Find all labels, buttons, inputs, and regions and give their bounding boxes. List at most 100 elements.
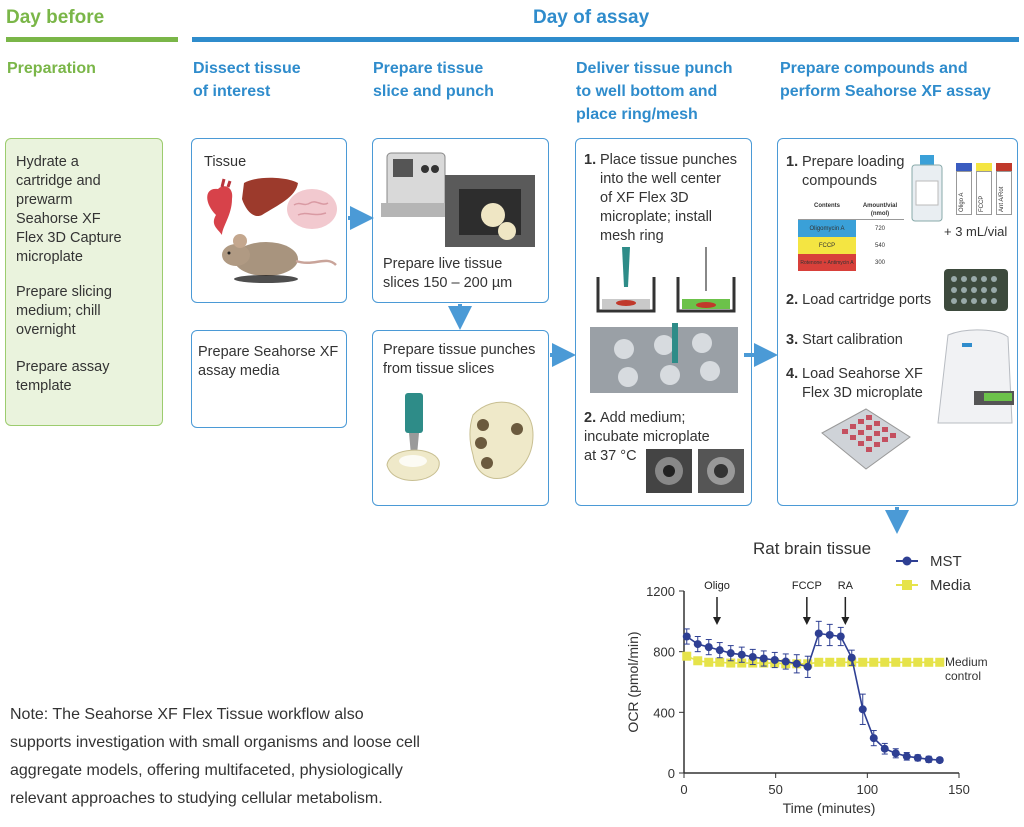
compound-table: Contents Amount/vial (nmol) Oligomycin A… — [798, 201, 904, 271]
series-mst — [682, 620, 944, 765]
chart-title: Rat brain tissue — [753, 539, 871, 558]
incubation-photos — [646, 449, 744, 493]
data-point — [781, 657, 790, 666]
data-point — [814, 629, 823, 638]
compound-step1: 1. Prepare loading compounds — [786, 153, 904, 191]
data-point — [814, 657, 824, 667]
table-header: Contents Amount/vial (nmol) — [798, 201, 904, 220]
text-line: Flex 3D Capture — [16, 230, 122, 246]
data-point — [935, 756, 944, 765]
compound-step3: 3. Start calibration — [786, 331, 903, 350]
data-point — [704, 657, 714, 667]
text-line: incubate microplate — [584, 429, 710, 445]
text-line: Flex 3D microplate — [802, 385, 923, 401]
vial-oligo: Oligo A — [956, 171, 972, 215]
data-point — [715, 646, 724, 655]
text-line: slices 150 – 200 µm — [383, 275, 513, 291]
deliver-step1: 1. Place tissue punches into the well ce… — [584, 151, 752, 246]
data-point — [847, 653, 856, 662]
text-line: supports investigation with small organi… — [10, 734, 420, 751]
table-cell: 300 — [874, 259, 885, 266]
step-line: Prepare tissue — [373, 60, 484, 77]
step-line: perform Seahorse XF assay — [780, 83, 991, 100]
data-point — [693, 656, 703, 666]
x-tick-label: 0 — [680, 782, 687, 797]
chart-legend: MST Media — [896, 553, 972, 594]
analyzer-icon — [937, 329, 1014, 424]
data-point — [770, 656, 779, 665]
data-point — [880, 744, 889, 753]
text-line: Prepare live tissue — [383, 256, 503, 272]
text-line: Load Seahorse XF — [802, 366, 923, 382]
step-preparation-title: Preparation — [7, 60, 96, 77]
text-line: mesh ring — [600, 228, 664, 244]
media-label: Prepare Seahorse XF assay media — [198, 343, 338, 381]
step-number: 2. — [584, 410, 597, 426]
legend-mst-marker — [902, 556, 912, 566]
punch-box: Prepare tissue punches from tissue slice… — [372, 330, 549, 506]
text-line: of XF Flex 3D — [600, 190, 689, 206]
data-point — [682, 651, 692, 661]
prep-item-template: Prepare assay template — [16, 358, 110, 396]
vial-cap-blue — [956, 163, 972, 171]
data-point — [682, 632, 691, 641]
day-before-header: Day before — [6, 7, 105, 28]
y-tick-label: 1200 — [646, 584, 675, 599]
text-line: Load cartridge ports — [802, 292, 932, 308]
punch-tool-icon — [405, 393, 423, 433]
mouse-icon — [222, 234, 337, 283]
slice-label: Prepare live tissue slices 150 – 200 µm — [383, 255, 512, 293]
data-point — [803, 662, 812, 671]
day-of-assay-bar — [192, 37, 1019, 42]
text-line: microplate — [16, 249, 83, 265]
step-number: 2. — [786, 292, 799, 308]
deliver-box: 1. Place tissue punches into the well ce… — [575, 138, 752, 506]
table-header-cell: Contents — [814, 203, 840, 209]
step-line: Prepare compounds and — [780, 60, 968, 77]
y-axis-label: OCR (pmol/min) — [625, 631, 641, 732]
step-dissect-title: Dissect tissue of interest — [193, 57, 301, 103]
table-cell: 540 — [874, 242, 885, 249]
legend-media-marker — [902, 580, 912, 590]
annotation-label: Oligo — [704, 580, 730, 592]
text-line: Add medium; — [600, 410, 686, 426]
text-line: prewarm — [16, 192, 73, 208]
text-line: Prepare slicing — [16, 284, 112, 300]
slice-box: Prepare live tissue slices 150 – 200 µm — [372, 138, 549, 303]
data-point — [902, 657, 912, 667]
data-point — [715, 657, 725, 667]
text-line: Prepare tissue punches — [383, 342, 536, 358]
punch-label: Prepare tissue punches from tissue slice… — [383, 341, 535, 379]
preparation-box: Hydrate a cartridge and prewarm Seahorse… — [5, 138, 163, 426]
table-row: Rotenone + Antimycin A 300 — [798, 254, 904, 271]
x-tick-label: 100 — [856, 782, 878, 797]
table-header-cell: Amount/vial — [862, 203, 898, 209]
microplate-icon — [821, 408, 911, 470]
x-tick-label: 150 — [948, 782, 970, 797]
medium-control-label-2: control — [945, 669, 981, 683]
data-point — [880, 657, 890, 667]
data-point — [825, 657, 835, 667]
data-point — [913, 657, 923, 667]
step-line: Dissect tissue — [193, 60, 301, 77]
data-point — [891, 749, 900, 758]
data-point — [891, 657, 901, 667]
vial-fccp: FCCP — [976, 171, 992, 215]
cartridge-icon — [944, 269, 1008, 311]
text-line: Prepare assay — [16, 359, 110, 375]
step-number: 1. — [786, 154, 799, 170]
step-deliver-title: Deliver tissue punch to well bottom and … — [576, 57, 733, 126]
text-line: aggregate models, offering multifaceted,… — [10, 762, 403, 779]
text-line: into the well center — [600, 171, 721, 187]
text-line: template — [16, 378, 72, 394]
brain-icon — [287, 189, 337, 229]
data-point — [858, 705, 867, 714]
chart-series — [682, 620, 945, 765]
y-tick-label: 400 — [653, 705, 675, 720]
tissue-box: Tissue — [191, 138, 347, 303]
table-header-cell: (nmol) — [870, 211, 890, 217]
step-line: place ring/mesh — [576, 106, 698, 123]
text-line: Seahorse XF — [16, 211, 101, 227]
workflow-note: Note: The Seahorse XF Flex Tissue workfl… — [10, 701, 420, 813]
